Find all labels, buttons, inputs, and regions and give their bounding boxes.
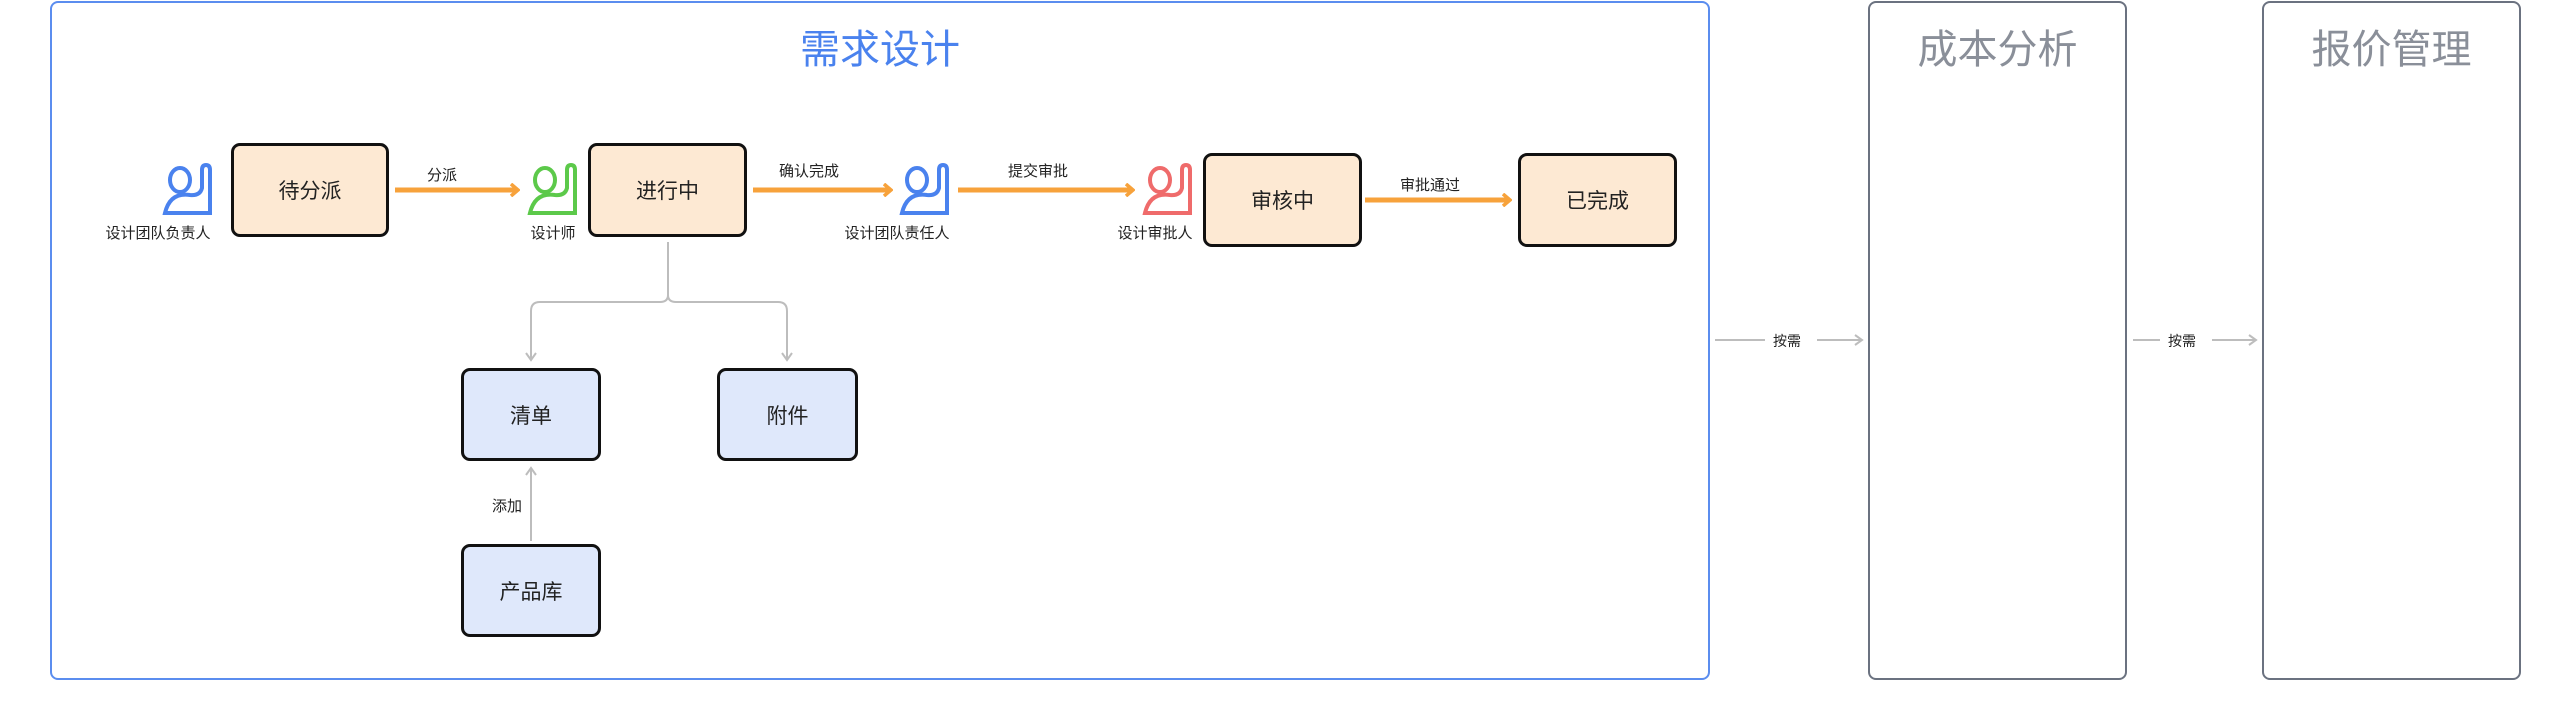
lane-quote: 报价管理: [2262, 1, 2521, 680]
person-icon-approver: [1142, 162, 1192, 215]
lane-design: 需求设计: [50, 1, 1710, 680]
arrow-to-attachment: [667, 294, 793, 362]
person-icon-team-owner: [899, 162, 949, 215]
label-confirm: 确认完成: [779, 162, 840, 180]
role-team-owner: 设计团队责任人: [844, 224, 950, 242]
person-icon-team-lead: [162, 162, 212, 215]
role-team-lead: 设计团队负责人: [105, 224, 211, 242]
role-approver: 设计审批人: [1117, 224, 1193, 242]
role-designer: 设计师: [530, 224, 576, 242]
node-product-library[interactable]: 产品库: [461, 544, 601, 637]
lane-title-quote: 报价管理: [2311, 27, 2472, 73]
state-reviewing[interactable]: 审核中: [1203, 153, 1362, 247]
label-submit: 提交审批: [1008, 162, 1069, 180]
label-assign: 分派: [427, 166, 458, 184]
node-list[interactable]: 清单: [461, 368, 601, 461]
label-approve: 审批通过: [1400, 176, 1461, 194]
person-icon-designer: [527, 162, 577, 215]
label-on-demand-2: 按需: [2168, 334, 2196, 350]
lane-cost: 成本分析: [1868, 1, 2127, 680]
state-pending[interactable]: 待分派: [231, 143, 389, 237]
lane-title-design: 需求设计: [800, 27, 960, 73]
lane-title-cost: 成本分析: [1917, 27, 2078, 73]
label-add: 添加: [492, 497, 523, 515]
state-in-progress[interactable]: 进行中: [588, 143, 747, 237]
label-on-demand-1: 按需: [1773, 334, 1801, 350]
node-attachment[interactable]: 附件: [717, 368, 858, 461]
state-done[interactable]: 已完成: [1518, 153, 1677, 247]
